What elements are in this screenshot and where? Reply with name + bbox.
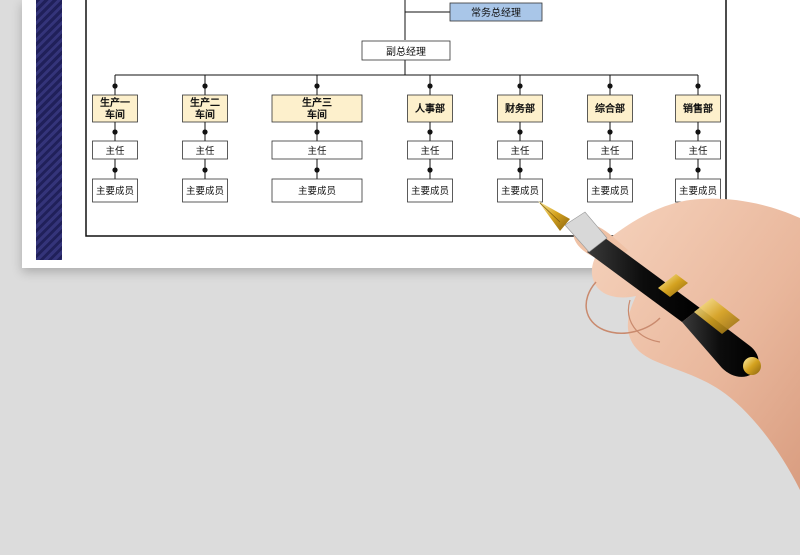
connector-dot <box>427 167 433 173</box>
connector-dot <box>607 83 613 89</box>
director-label: 主任 <box>600 145 620 157</box>
deputy-gm-box <box>361 40 451 61</box>
director-label: 主任 <box>420 145 440 157</box>
connector-dot <box>314 129 320 135</box>
department-label: 销售部 <box>683 102 713 115</box>
members-label: 主要成员 <box>679 185 717 197</box>
chart-frame <box>85 0 727 237</box>
department-label: 人事部 <box>415 102 445 115</box>
connector-dot <box>427 129 433 135</box>
connector-dot <box>202 167 208 173</box>
department-columns: 生产一车间主任主要成员生产二车间主任主要成员生产三车间主任主要成员人事部主任主要… <box>92 75 721 203</box>
connector-dot <box>695 83 701 89</box>
director-label: 主任 <box>688 145 708 157</box>
deputy-gm-label: 副总经理 <box>386 45 426 58</box>
members-label: 主要成员 <box>186 185 224 197</box>
members-label: 主要成员 <box>591 185 629 197</box>
connector-dot <box>112 129 118 135</box>
connector-dot <box>695 167 701 173</box>
members-label: 主要成员 <box>411 185 449 197</box>
department-box <box>587 94 633 123</box>
director-label: 主任 <box>195 145 215 157</box>
department-label: 车间 <box>307 108 327 121</box>
decorative-side-strip <box>36 0 62 260</box>
connector-dot <box>112 83 118 89</box>
connector-dot <box>314 167 320 173</box>
department-label: 生产三 <box>302 96 332 109</box>
connector-dot <box>517 83 523 89</box>
department-label: 车间 <box>195 108 215 121</box>
members-box <box>587 178 633 203</box>
director-label: 主任 <box>105 145 125 157</box>
department-box <box>675 94 721 123</box>
connector-dot <box>202 83 208 89</box>
members-label: 主要成员 <box>96 185 134 197</box>
department-label: 财务部 <box>504 102 535 115</box>
connector-dot <box>112 167 118 173</box>
members-box <box>92 178 138 203</box>
connector-dot <box>314 83 320 89</box>
department-label: 综合部 <box>595 102 625 115</box>
executive-gm-box <box>449 2 543 22</box>
connector-dot <box>607 129 613 135</box>
connector-dot <box>695 129 701 135</box>
director-label: 主任 <box>510 145 530 157</box>
members-box <box>497 178 543 203</box>
department-label: 车间 <box>105 108 125 121</box>
director-label: 主任 <box>307 145 327 157</box>
department-box <box>271 94 363 123</box>
members-box <box>182 178 228 203</box>
connector-dot <box>427 83 433 89</box>
members-label: 主要成员 <box>298 185 336 197</box>
connector-dot <box>517 167 523 173</box>
executive-gm-label: 常务总经理 <box>471 6 521 19</box>
connector-dot <box>202 129 208 135</box>
members-box <box>407 178 453 203</box>
department-box <box>92 94 138 123</box>
department-label: 生产二 <box>190 96 220 109</box>
department-label: 生产一 <box>100 96 130 109</box>
connector-dot <box>517 129 523 135</box>
department-box <box>497 94 543 123</box>
members-box <box>271 178 363 203</box>
members-label: 主要成员 <box>501 185 539 197</box>
connector-dot <box>607 167 613 173</box>
